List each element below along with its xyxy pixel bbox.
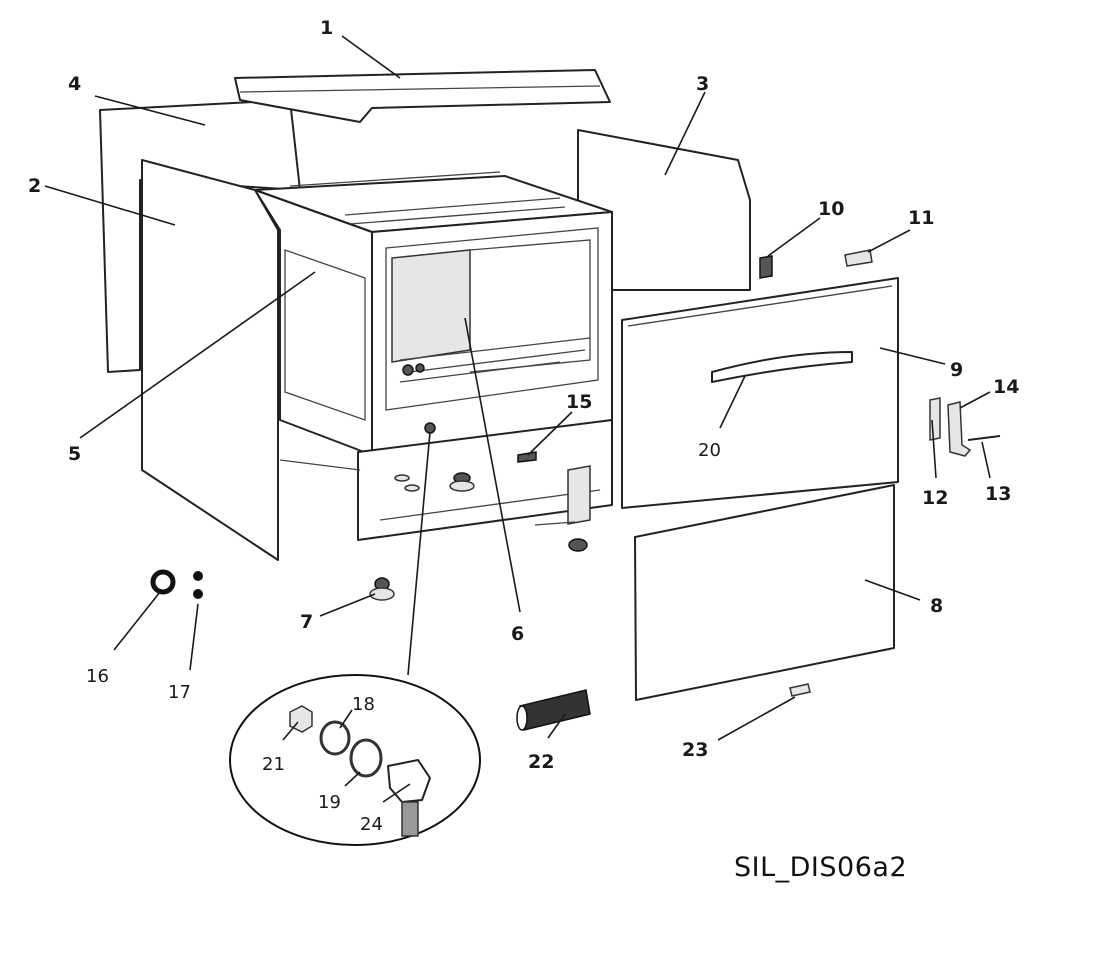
lower-door-part [634,484,895,701]
callout-14: 14 [993,376,1019,398]
pin-13-part [967,435,1001,441]
callout-19: 19 [318,792,341,813]
callout-11: 11 [908,207,934,229]
callout-17: 17 [168,682,191,703]
callout-24: 24 [360,814,383,835]
detail-callout [229,674,481,846]
callout-7: 7 [300,611,313,633]
callout-22: 22 [528,751,554,773]
callout-15: 15 [566,391,592,413]
plugs-17-part [193,571,203,599]
ring-16-part [150,569,176,595]
callout-1: 1 [320,17,333,39]
callout-6: 6 [511,623,524,645]
callout-5: 5 [68,443,81,465]
callout-10: 10 [818,198,844,220]
callout-8: 8 [930,595,943,617]
callout-9: 9 [950,359,963,381]
left-side-panel-part [141,159,279,561]
screw-23-part [789,683,811,697]
callout-20: 20 [698,440,721,461]
drawing-code-label: SIL_DIS06a2 [734,852,908,883]
callout-2: 2 [28,175,41,197]
foot-7-part [369,577,395,601]
hinge-arm-14-part [947,401,972,457]
cabinet-body [254,171,613,552]
callout-labels: 1 2 3 4 5 6 7 8 9 10 11 12 13 14 15 16 1… [28,17,1019,835]
top-cover-part [234,69,611,123]
callout-3: 3 [696,73,709,95]
callout-13: 13 [985,483,1011,505]
upper-door-part [621,277,899,509]
hose-22-part [516,689,591,731]
catch-11-part [844,249,873,267]
callout-18: 18 [352,694,375,715]
hinge-plate-12-part [929,397,941,441]
callout-16: 16 [86,666,109,687]
callout-4: 4 [68,73,81,95]
callout-12: 12 [922,487,948,509]
fitting-10-part [759,255,773,279]
leader-lines [44,35,991,803]
callout-23: 23 [682,739,708,761]
callout-21: 21 [262,754,285,775]
